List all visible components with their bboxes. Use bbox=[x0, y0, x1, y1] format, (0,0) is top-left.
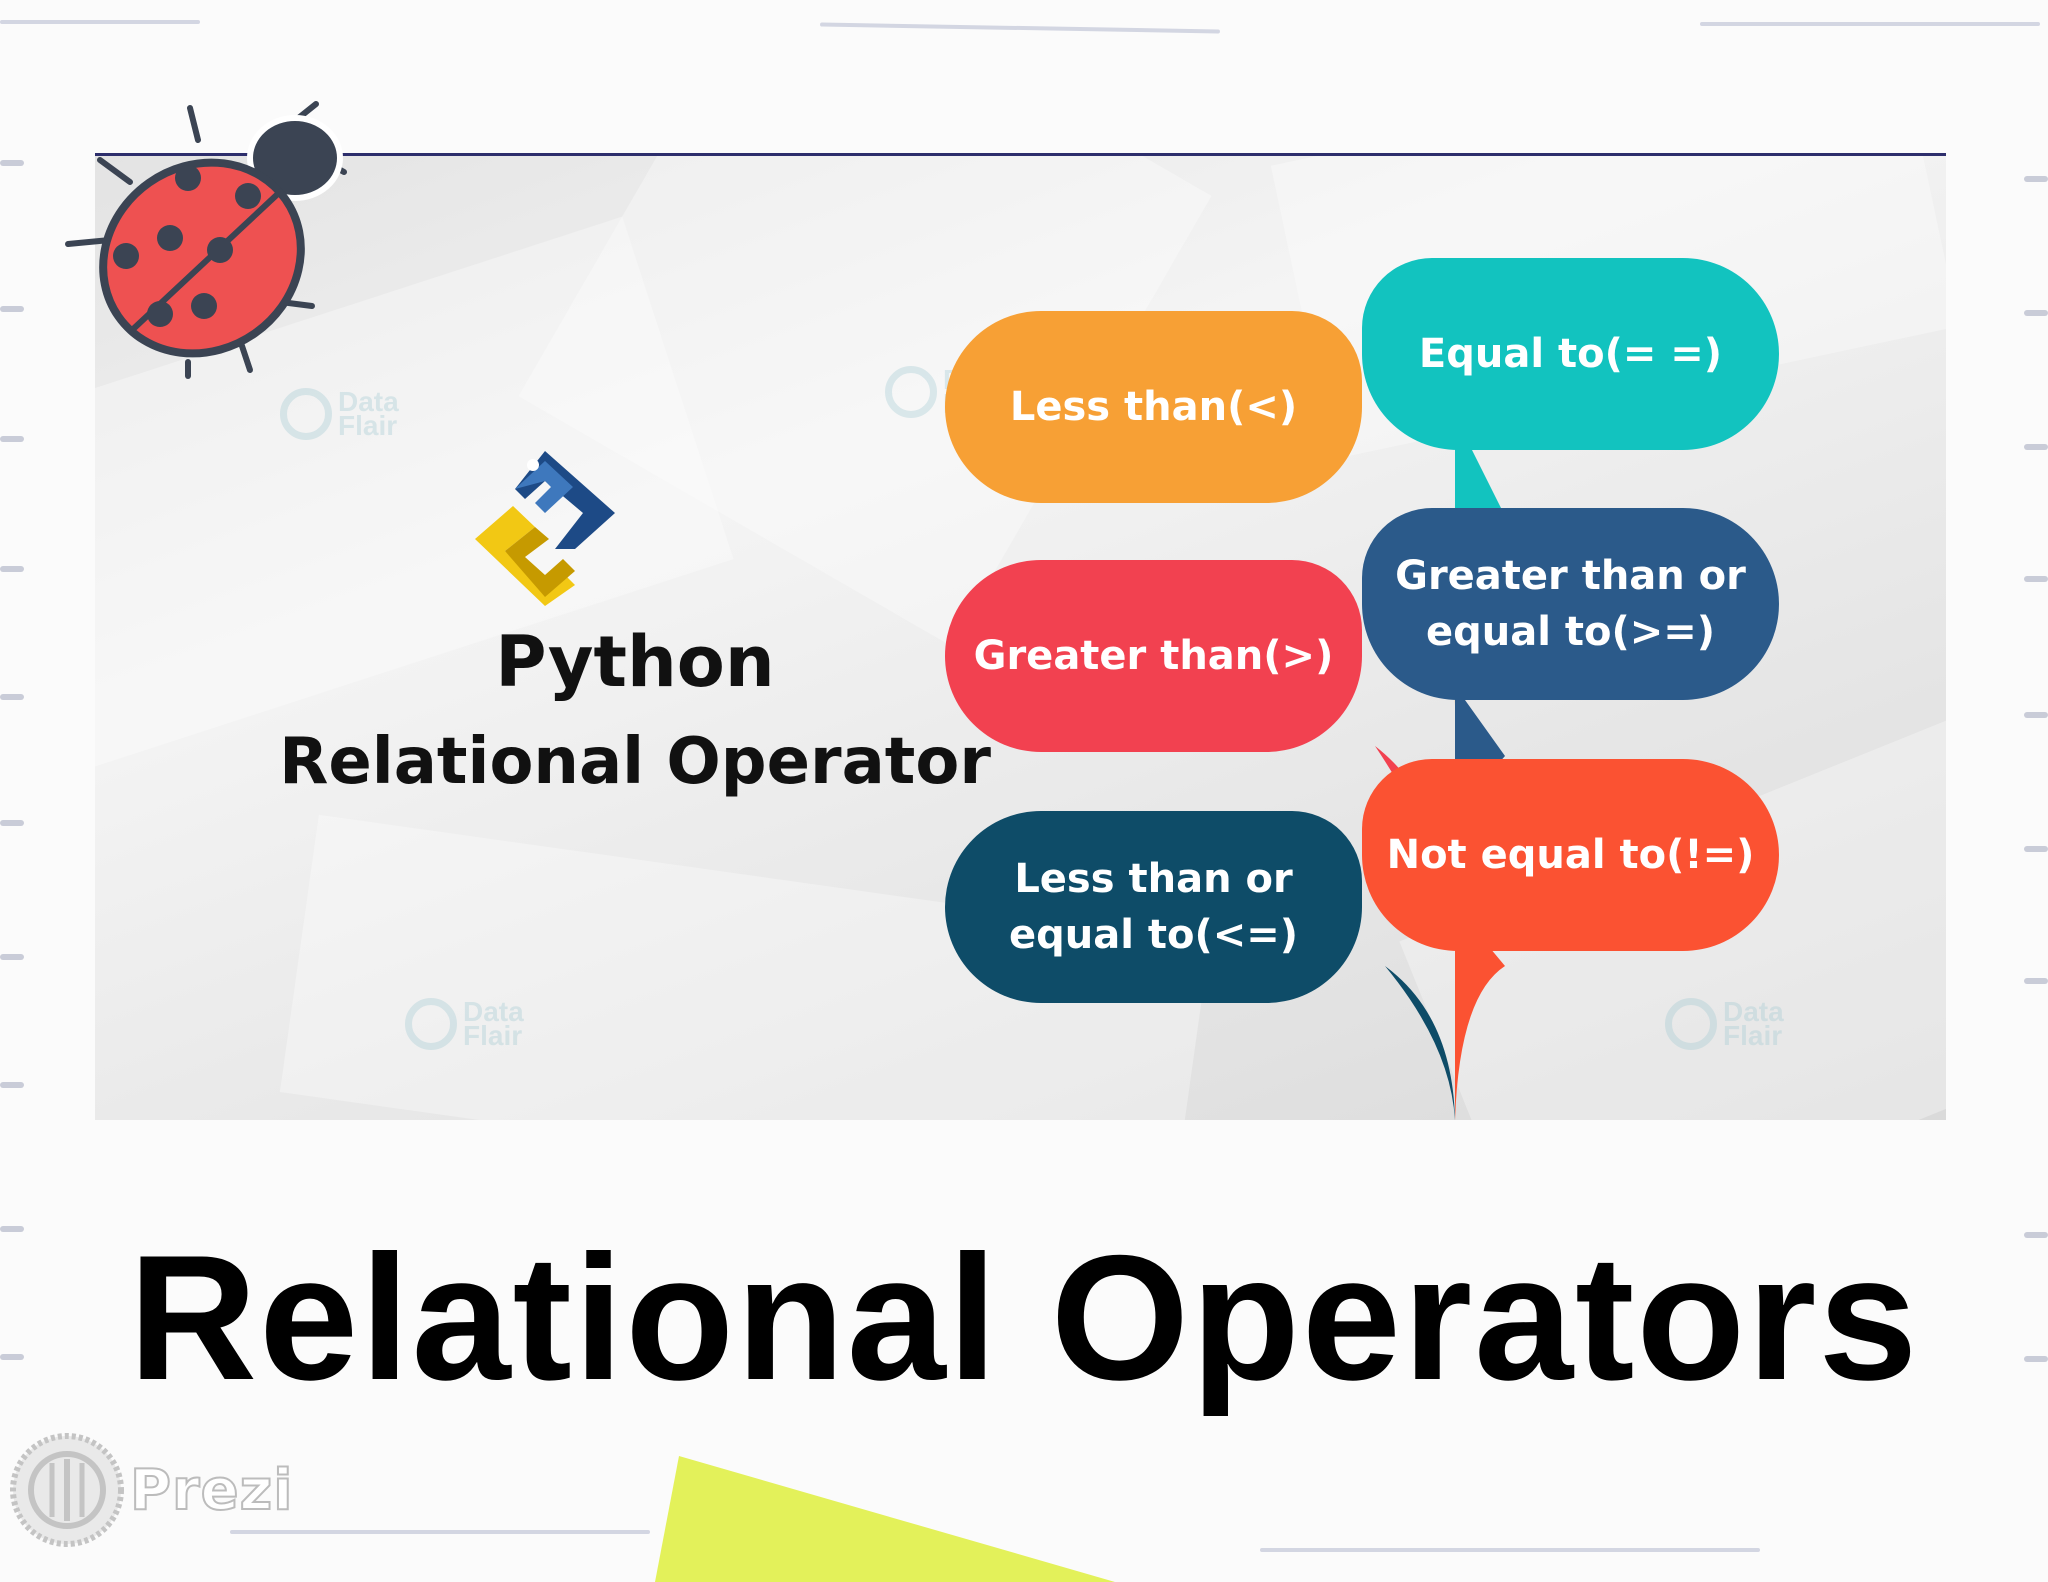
operator-bubble-less-than: Less than(<) bbox=[945, 311, 1362, 503]
ladybug-icon bbox=[65, 101, 347, 379]
operator-label: Less than(<) bbox=[1009, 384, 1298, 430]
python-logo-icon bbox=[475, 451, 615, 606]
operator-label: Greater than(>) bbox=[973, 633, 1334, 679]
background-stroke bbox=[230, 1530, 650, 1534]
operator-label: Not equal to(!=) bbox=[1386, 832, 1755, 878]
accent-shape bbox=[655, 1456, 1115, 1582]
operator-bubble-greater-than: Greater than(>) bbox=[945, 560, 1362, 752]
prezi-label: Prezi bbox=[129, 1457, 294, 1524]
operator-label: Equal to(= =) bbox=[1418, 331, 1723, 377]
bubble-stems bbox=[1375, 416, 1505, 1120]
prezi-logo-icon bbox=[10, 1433, 124, 1547]
background-stroke bbox=[819, 22, 1221, 34]
background-stroke bbox=[1700, 22, 2040, 26]
operator-bubble-not-equal: Not equal to(!=) bbox=[1362, 759, 1779, 951]
background-stroke bbox=[1260, 1548, 1760, 1552]
operator-bubble-equal-to: Equal to(= =) bbox=[1362, 258, 1779, 450]
background-stroke bbox=[0, 20, 200, 24]
page-title: Relational Operators bbox=[128, 1218, 1920, 1417]
image-caption: Python Relational Operator bbox=[279, 621, 991, 799]
prezi-logo: Prezi bbox=[8, 1430, 293, 1550]
